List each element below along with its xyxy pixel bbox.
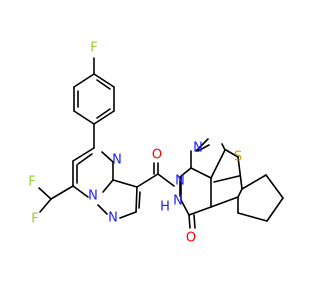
atom-label-f-2: F xyxy=(31,212,38,227)
atom-label-n-amide: N xyxy=(173,194,183,209)
atom-label-s-thiophene: S xyxy=(234,150,242,165)
molecule-structure: F F F N N N O N H N N S O xyxy=(28,41,284,246)
atom-label-n-pyrimidine: N xyxy=(112,153,122,168)
bond-lines xyxy=(38,57,284,229)
atom-label-f-aryl: F xyxy=(90,41,97,56)
atom-label-n-thieno-3: N xyxy=(175,174,185,189)
molecule-canvas: F F F N N N O N H N N S O xyxy=(28,40,284,246)
atom-label-f-1: F xyxy=(28,175,35,190)
atom-label-o-thienone: O xyxy=(186,231,196,246)
atom-label-n-pyrazole: N xyxy=(108,211,118,226)
atom-label-n-thieno-1: N xyxy=(193,141,203,156)
atom-labels: F F F N N N O N H N N S O xyxy=(28,41,242,246)
atom-label-n-bridge: N xyxy=(88,189,98,204)
atom-label-h-amide: H xyxy=(160,200,170,215)
atom-label-o-amide: O xyxy=(152,148,162,163)
